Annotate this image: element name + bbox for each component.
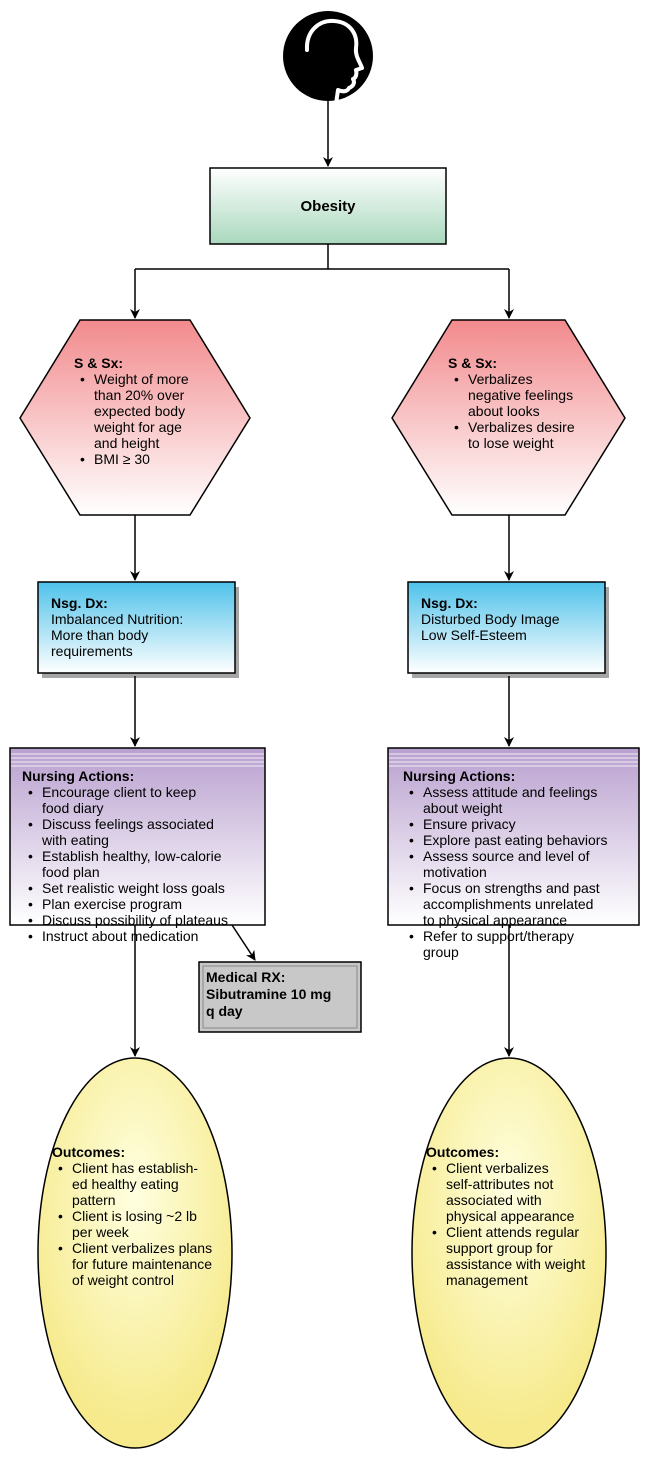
- obesity-title: Obesity: [300, 198, 356, 215]
- right-outcomes-text: Outcomes: Client verbalizesself-attribut…: [426, 1144, 596, 1288]
- left-outcomes-list: Client has establish-ed healthy eatingpa…: [52, 1160, 222, 1288]
- medical-rx-drug: Sibutramine 10 mg: [206, 986, 332, 1002]
- right-signs-list: Verbalizes negative feelings about looks…: [448, 371, 608, 451]
- left-actions-text: Nursing Actions: Encourage client to kee…: [22, 768, 262, 944]
- list-item: Discuss possibility of plateaus: [28, 912, 262, 928]
- list-item: Verbalizes desire to lose weight: [454, 419, 608, 451]
- medical-rx-frequency: q day: [206, 1003, 243, 1019]
- medical-rx-heading: Medical RX:: [206, 969, 286, 985]
- right-actions-text: Nursing Actions: Assess attitude and fee…: [403, 768, 639, 960]
- list-item: Client has establish-ed healthy eatingpa…: [58, 1160, 222, 1208]
- list-item: Explore past eating behaviors: [409, 832, 639, 848]
- head-profile-icon: [283, 11, 373, 106]
- left-outcomes-heading: Outcomes:: [52, 1144, 126, 1160]
- list-item: Focus on strengths and pastaccomplishmen…: [409, 880, 639, 928]
- right-dx-box: [407, 581, 606, 674]
- left-outcomes-text: Outcomes: Client has establish-ed health…: [52, 1144, 222, 1288]
- medical-rx-text: Medical RX: Sibutramine 10 mg q day: [206, 969, 356, 1020]
- obesity-box: [209, 167, 447, 245]
- list-item: Plan exercise program: [28, 896, 262, 912]
- list-item: Weight of more than 20% over expected bo…: [80, 371, 224, 451]
- list-item: Ensure privacy: [409, 816, 639, 832]
- list-item: BMI ≥ 30: [80, 451, 224, 467]
- right-signs-text: S & Sx: Verbalizes negative feelings abo…: [448, 355, 608, 451]
- right-dx-heading: Nsg. Dx:: [421, 595, 478, 611]
- left-dx-heading: Nsg. Dx:: [51, 595, 108, 611]
- medical-rx-box: [198, 961, 362, 1033]
- left-dx-box: [37, 581, 236, 674]
- left-signs-list: Weight of more than 20% over expected bo…: [74, 371, 224, 467]
- right-actions-stripes: [389, 753, 638, 767]
- left-actions-stripes: [11, 753, 264, 767]
- right-actions-heading: Nursing Actions:: [403, 768, 516, 784]
- left-signs-text: S & Sx: Weight of more than 20% over exp…: [74, 355, 224, 467]
- right-dx-text: Nsg. Dx: Disturbed Body Image Low Self-E…: [421, 595, 601, 643]
- left-dx-text: Nsg. Dx: Imbalanced Nutrition: More than…: [51, 595, 231, 659]
- list-item: Set realistic weight loss goals: [28, 880, 262, 896]
- list-item: Verbalizes negative feelings about looks: [454, 371, 608, 419]
- right-signs-heading: S & Sx:: [448, 355, 498, 371]
- left-actions-heading: Nursing Actions:: [22, 768, 135, 784]
- left-signs-heading: S & Sx:: [74, 355, 124, 371]
- list-item: Instruct about medication: [28, 928, 262, 944]
- right-outcomes-heading: Outcomes:: [426, 1144, 500, 1160]
